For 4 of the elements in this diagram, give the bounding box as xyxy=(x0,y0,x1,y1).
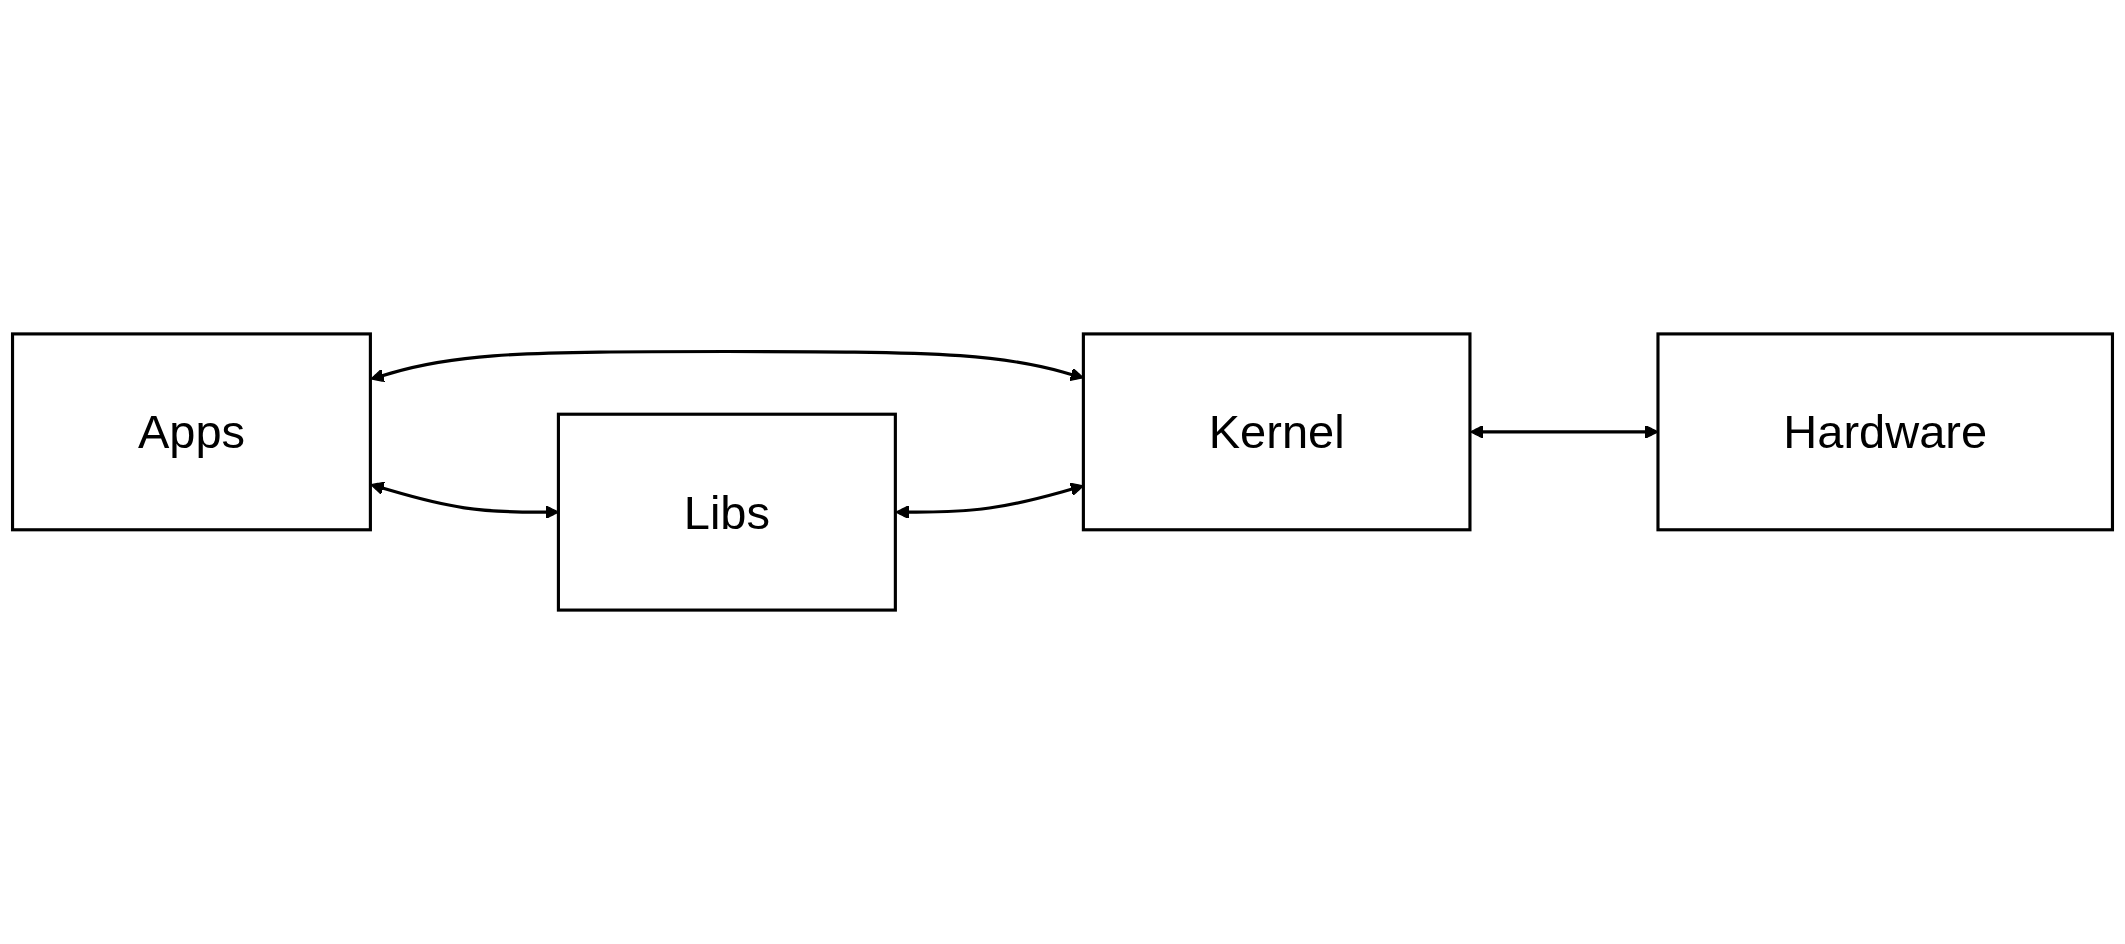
node-box: Kernel xyxy=(1081,332,1472,532)
node-box: Apps xyxy=(10,332,372,532)
node-box: Hardware xyxy=(1656,332,2115,532)
node-box: Libs xyxy=(556,412,897,612)
